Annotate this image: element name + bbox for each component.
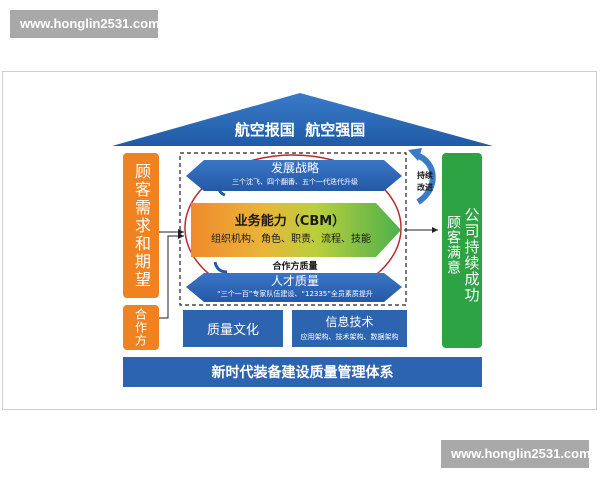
info-tech-title: 信息技术	[325, 315, 374, 329]
talent-subtitle: “三个一百”专家队伍建设、“12335”全员素质提升	[217, 290, 373, 298]
watermark-top-left: www.honglin2531.com	[10, 10, 160, 38]
watermark-bottom-right: www.honglin2531.com	[441, 440, 591, 468]
foundation-bar	[123, 357, 482, 387]
talent-band	[186, 273, 402, 302]
quality-culture-label: 质量文化	[206, 323, 259, 338]
strategy-title: 发展战略	[270, 160, 319, 175]
cycle-arrow-left-icon	[217, 184, 226, 197]
partner-quality-label: 合作方质量	[272, 261, 318, 272]
info-tech-subtitle: 应用架构、技术架构、数据架构	[300, 332, 399, 341]
diagram-frame	[2, 71, 597, 410]
improvement-label-1: 持续	[417, 171, 433, 180]
core-arrow	[191, 203, 401, 257]
left-pillar-label: 顾客需求和期望	[132, 162, 151, 289]
improvement-label-2: 改进	[417, 183, 433, 192]
cycle-arrow-bottom-icon	[213, 261, 228, 274]
roof-title: 航空报国 航空强国	[234, 120, 366, 139]
improvement-arrow-icon	[414, 152, 436, 205]
talent-title: 人才质量	[270, 274, 319, 288]
partner-box	[123, 305, 159, 350]
info-tech-box	[292, 310, 407, 347]
roof-shape	[112, 93, 493, 146]
right-pillar-sublabel: 顾客满意	[445, 215, 461, 275]
right-pillar	[442, 153, 482, 348]
strategy-subtitle: 三个沈飞、四个翻番、五个一代迭代升级	[232, 178, 358, 186]
core-title: 业务能力（CBM）	[234, 213, 346, 229]
core-subtitle: 组织机构、角色、职责、流程、技能	[211, 233, 371, 245]
partner-label: 合作方	[133, 308, 148, 347]
foundation-title: 新时代装备建设质量管理体系	[211, 365, 394, 381]
quality-culture-box	[183, 310, 283, 347]
right-pillar-label: 公司持续成功	[462, 207, 481, 303]
strategy-band	[186, 160, 402, 191]
left-pillar	[123, 153, 159, 298]
improvement-arrow-head-icon	[408, 148, 422, 161]
